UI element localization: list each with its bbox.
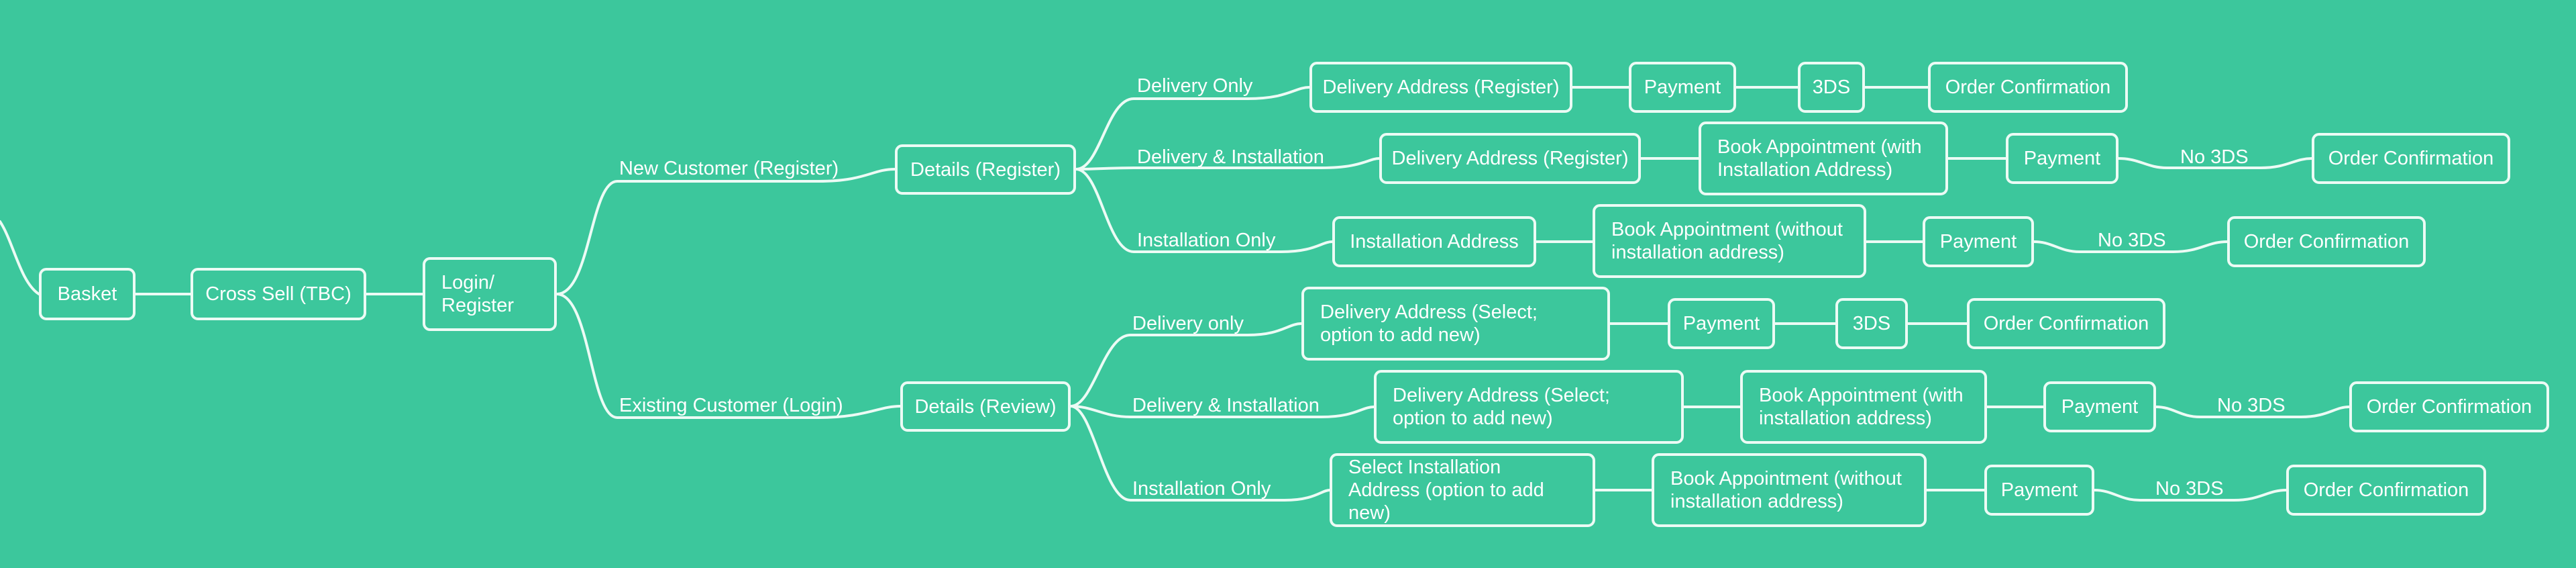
connector-new-delivery-only	[1075, 86, 1311, 171]
node-new-delivery-payment: Payment	[1629, 62, 1736, 113]
node-ex-install-payment: Payment	[1984, 465, 2094, 516]
label-existing-customer: Existing Customer (Login)	[619, 395, 843, 416]
node-login-register: Login/ Register	[423, 257, 557, 331]
node-cross-sell: Cross Sell (TBC)	[191, 268, 366, 320]
connector-login-existing	[555, 293, 902, 419]
node-new-delivery-address: Delivery Address (Register)	[1309, 62, 1572, 113]
node-ex-delivery-confirmation: Order Confirmation	[1967, 298, 2165, 349]
connector-new-delivery-installation	[1075, 157, 1381, 171]
node-ex-di-payment: Payment	[2043, 381, 2156, 432]
node-ex-delivery-address: Delivery Address (Select; option to add …	[1301, 287, 1610, 361]
node-ex-di-delivery-address: Delivery Address (Select; option to add …	[1374, 370, 1684, 444]
connector-ex-delivery-installation	[1069, 405, 1375, 418]
node-new-di-book-appointment: Book Appointment (with Installation Addr…	[1699, 122, 1948, 195]
connector-ex-di-no3ds	[2155, 406, 2351, 418]
connector-new-installation-only	[1075, 168, 1334, 253]
node-new-di-payment: Payment	[2006, 133, 2118, 184]
node-ex-di-book-appointment: Book Appointment (with installation addr…	[1740, 370, 1987, 444]
node-new-delivery-3ds: 3DS	[1798, 62, 1865, 113]
label-new-customer: New Customer (Register)	[619, 158, 839, 179]
node-new-di-confirmation: Order Confirmation	[2312, 133, 2510, 184]
node-new-install-address: Installation Address	[1332, 216, 1536, 267]
node-new-di-delivery-address: Delivery Address (Register)	[1379, 133, 1641, 184]
connector-login-new	[555, 168, 896, 295]
connector-entry	[0, 220, 40, 295]
connector-new-install-no3ds	[2033, 240, 2229, 253]
connector-ex-install-no3ds	[2093, 489, 2288, 502]
node-ex-install-address: Select Installation Address (option to a…	[1330, 453, 1595, 527]
label-new-delivery-only: Delivery Only	[1137, 75, 1253, 97]
label-ex-installation-only: Installation Only	[1132, 478, 1271, 500]
connector-ex-installation-only	[1069, 405, 1331, 502]
node-new-delivery-confirmation: Order Confirmation	[1928, 62, 2128, 113]
node-ex-install-book-appointment: Book Appointment (without installation a…	[1652, 453, 1927, 527]
node-details-review: Details (Review)	[900, 381, 1071, 432]
connector-new-di-no3ds	[2117, 157, 2313, 169]
label-new-delivery-installation: Delivery & Installation	[1137, 146, 1324, 168]
label-ex-delivery-only: Delivery only	[1132, 313, 1244, 334]
node-new-install-confirmation: Order Confirmation	[2227, 216, 2426, 267]
label-new-installation-only: Installation Only	[1137, 230, 1276, 251]
node-basket: Basket	[39, 268, 136, 320]
label-new-di-no3ds: No 3DS	[2180, 146, 2249, 168]
node-details-register: Details (Register)	[895, 144, 1076, 195]
connector-ex-delivery-only	[1069, 322, 1303, 408]
label-new-install-no3ds: No 3DS	[2098, 230, 2166, 251]
label-ex-install-no3ds: No 3DS	[2155, 478, 2224, 500]
node-new-install-book-appointment: Book Appointment (without installation a…	[1593, 204, 1866, 278]
node-ex-di-confirmation: Order Confirmation	[2349, 381, 2549, 432]
label-ex-di-no3ds: No 3DS	[2217, 395, 2286, 416]
node-ex-install-confirmation: Order Confirmation	[2286, 465, 2486, 516]
node-new-install-payment: Payment	[1923, 216, 2034, 267]
node-ex-delivery-3ds: 3DS	[1835, 298, 1908, 349]
label-ex-delivery-installation: Delivery & Installation	[1132, 395, 1320, 416]
node-ex-delivery-payment: Payment	[1668, 298, 1775, 349]
